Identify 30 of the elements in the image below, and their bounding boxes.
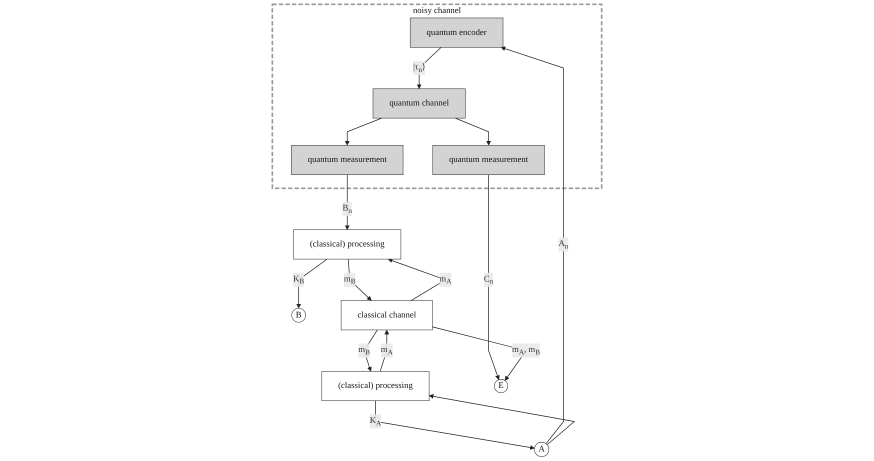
node-box: quantum measurement bbox=[432, 145, 545, 175]
edge-label: m$_{A}$ bbox=[380, 345, 393, 356]
edge-label: C$_{n}$ bbox=[484, 274, 494, 286]
arrow bbox=[454, 118, 491, 146]
edge-label: m$_{A}$ bbox=[439, 274, 452, 286]
node-box: quantum channel bbox=[372, 88, 466, 118]
edge-label: K$_{B}$ bbox=[293, 274, 304, 286]
node-box: quantum measurement bbox=[291, 145, 404, 175]
arrow bbox=[500, 46, 564, 444]
edge-label: |τ$_{n}$⟩ bbox=[413, 62, 426, 74]
arrow bbox=[364, 330, 378, 372]
edge-label: m$_{B}$ bbox=[358, 345, 370, 356]
node-box: quantum encoder bbox=[410, 18, 504, 48]
node-circle: E bbox=[494, 379, 508, 394]
arrow bbox=[428, 394, 576, 446]
edge-label: K$_{A}$ bbox=[370, 416, 382, 427]
node-box: (classical) processing bbox=[322, 371, 430, 402]
edge-label: m$_{B}$ bbox=[344, 274, 356, 286]
node-box: (classical) processing bbox=[293, 229, 402, 260]
edge-label: B$_{n}$ bbox=[342, 204, 352, 215]
node-circle: B bbox=[291, 308, 306, 322]
arrow bbox=[344, 118, 382, 146]
node-box: classical channel bbox=[340, 300, 433, 330]
edge-label: A$_{n}$ bbox=[558, 238, 568, 250]
node-circle: A bbox=[534, 442, 550, 457]
arrow bbox=[348, 258, 372, 301]
arrow bbox=[488, 174, 500, 380]
arrow bbox=[296, 258, 328, 308]
arrow bbox=[375, 400, 535, 450]
edge-label: m$_{A}$, m$_{B}$ bbox=[512, 345, 540, 356]
